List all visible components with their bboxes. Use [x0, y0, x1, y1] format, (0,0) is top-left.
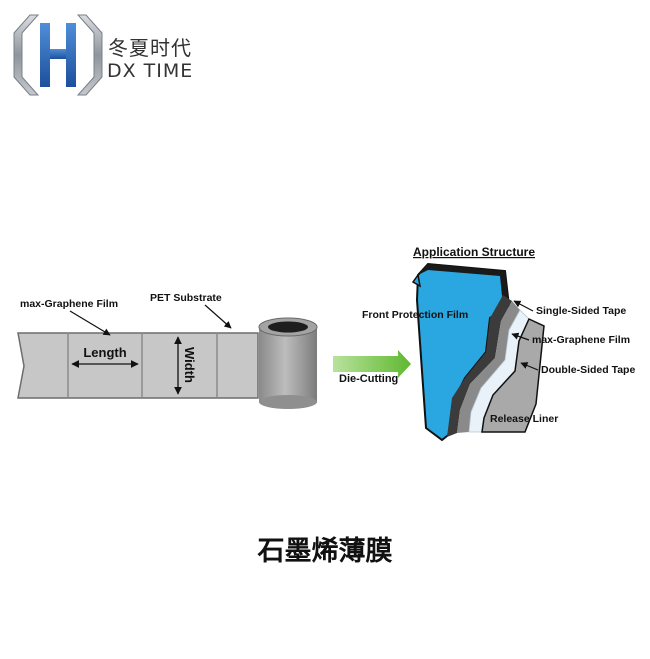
protection-edge [418, 264, 509, 306]
film-roll [258, 317, 318, 409]
graphene-film-label: max-Graphene Film [532, 334, 630, 346]
release-liner-label: Release Liner [490, 413, 558, 425]
brand-name-en: DX TIME [107, 60, 194, 82]
roll-core [268, 321, 308, 333]
length-label: Length [83, 345, 126, 360]
brand-logo: 冬夏时代 DX TIME [0, 0, 220, 110]
graphene-layer [457, 301, 520, 433]
graphene-film-leader-arrow [511, 332, 530, 341]
double-sided-tape-leader-arrow [520, 362, 539, 371]
die-cutting-arrow-icon [333, 350, 411, 378]
film-strip [17, 332, 259, 399]
protection-tab [411, 273, 422, 288]
front-protection-label: Front Protection Film [362, 309, 468, 321]
single-sided-tape-label: Single-Sided Tape [536, 305, 626, 317]
substrate-leader-arrow [204, 304, 232, 329]
layer-stack [411, 262, 545, 442]
roll-body [259, 327, 317, 402]
double-sided-tape-label: Double-Sided Tape [541, 364, 635, 376]
hexagon-h-logo-icon [13, 14, 103, 96]
film-leader-arrow [69, 310, 111, 336]
single-sided-tape-layer [447, 295, 512, 437]
application-structure-title: Application Structure [413, 245, 535, 259]
die-cutting-label: Die-Cutting [339, 373, 398, 385]
substrate-label: PET Substrate [150, 292, 222, 304]
film-label: max-Graphene Film [20, 298, 118, 310]
release-liner-layer [481, 318, 545, 433]
brand-name-cn: 冬夏时代 [108, 36, 192, 60]
single-sided-tape-leader-arrow [513, 300, 534, 312]
width-label: Width [182, 347, 197, 383]
caption: 石墨烯薄膜 [257, 536, 393, 567]
film-strip-body [17, 332, 259, 399]
roll-bottom [259, 395, 317, 409]
